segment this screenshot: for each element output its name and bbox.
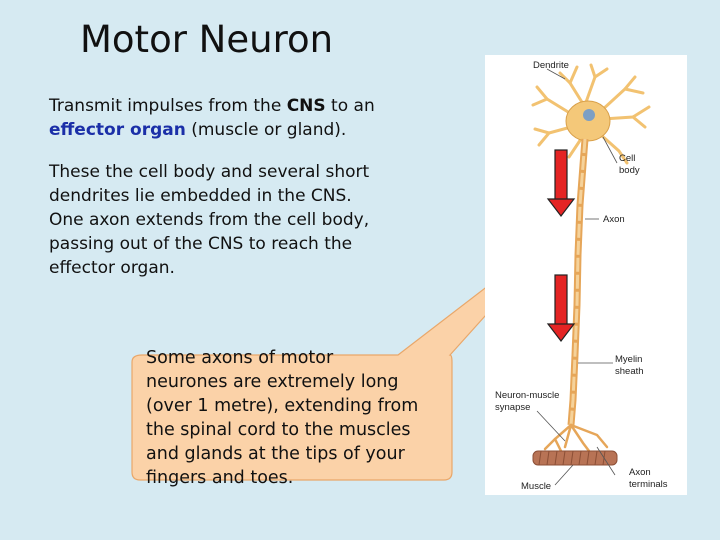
body-paragraph: These the cell body and several short de… [49,160,409,280]
effector-organ-term: effector organ [49,120,186,140]
label-muscle: Muscle [521,481,551,492]
body-line: One axon extends from the cell body, [49,210,370,230]
intro-middle: to an [325,96,375,116]
callout-line: (over 1 metre), extending from [146,396,419,416]
leader-lines [536,68,618,486]
callout-line: neurones are extremely long [146,372,399,392]
muscle-striations [538,450,606,466]
label-cell-body-1: Cell [619,153,635,164]
label-axon-terminals-1: Axon [629,467,651,478]
callout-line: fingers and toes. [146,468,294,488]
intro-paragraph: Transmit impulses from the CNS to an eff… [49,94,429,142]
label-cell-body-2: body [619,165,640,176]
label-neuron-muscle-2: synapse [495,402,530,413]
label-dendrite: Dendrite [533,60,569,71]
body-line: dendrites lie embedded in the CNS. [49,186,352,206]
label-neuron-muscle-1: Neuron-muscle [495,390,559,401]
callout-line: and glands at the tips of your [146,444,405,464]
myelin-sheath [569,138,587,426]
callout-line: Some axons of motor [146,348,334,368]
arrow-down-icon [546,274,576,342]
intro-suffix: (muscle or gland). [185,120,347,140]
intro-prefix: Transmit impulses from the [49,96,287,116]
dendrites [531,63,651,165]
nucleus [583,109,595,121]
callout-text: Some axons of motor neurones are extreme… [146,346,446,490]
body-line: These the cell body and several short [49,162,370,182]
label-axon: Axon [603,214,625,225]
arrow-down-icon [546,149,576,217]
cns-term: CNS [286,96,326,116]
motor-neuron-figure: Dendrite Cell body Axon Myelin sheath Ne… [485,55,687,495]
label-axon-terminals-2: terminals [629,479,668,490]
body-line: passing out of the CNS to reach the [49,234,353,254]
axon-terminals [543,423,609,453]
callout-shape [131,225,567,481]
body-line: effector organ. [49,258,175,278]
label-myelin-2: sheath [615,366,644,377]
callout-line: the spinal cord to the muscles [146,420,411,440]
label-myelin-1: Myelin [615,354,642,365]
slide-title: Motor Neuron [80,18,334,61]
